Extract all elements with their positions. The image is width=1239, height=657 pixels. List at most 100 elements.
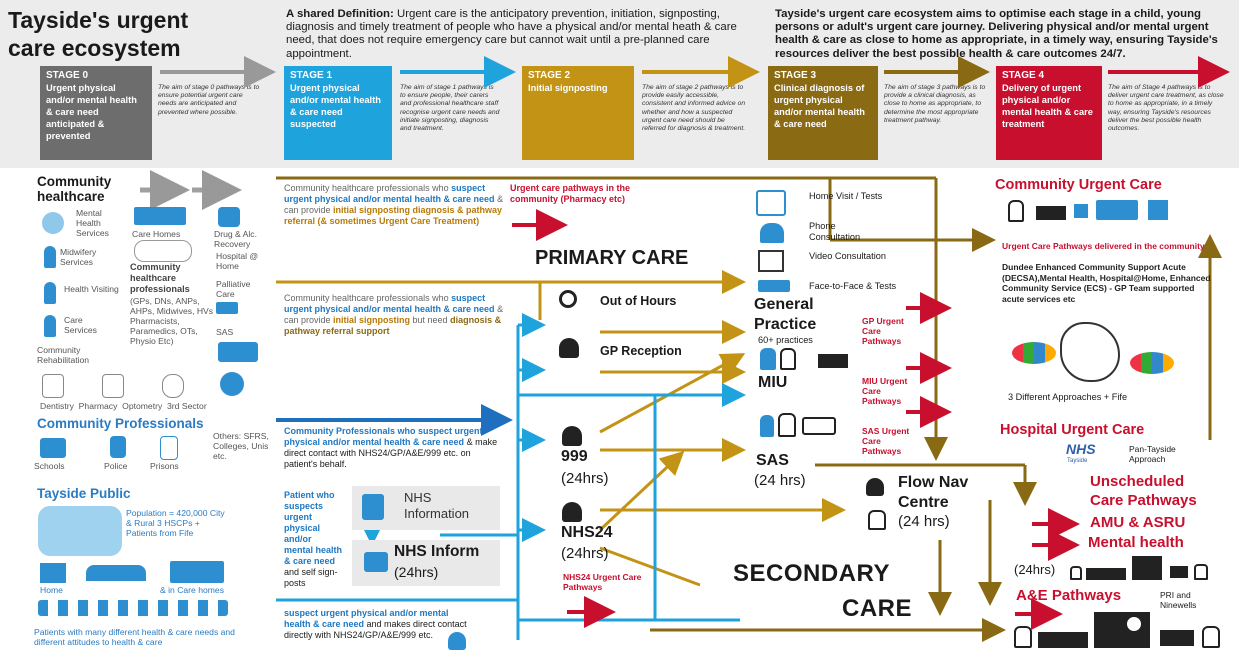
tayside-outline: [1060, 322, 1120, 382]
999-label: 999: [561, 448, 588, 465]
care-home-icon: [134, 207, 186, 225]
flow-nav-clinician-icon: [868, 510, 886, 530]
pharmacy-icon: [102, 374, 124, 398]
professionals-icon: [134, 240, 192, 262]
flow-block-4: Patient who suspects urgent physical and…: [284, 490, 343, 588]
miu-urgent-pathways: MIU Urgent Care Pathways: [862, 376, 908, 406]
brain-icon: [42, 212, 64, 234]
pan-tayside-label: Pan-Tayside Approach: [1129, 444, 1176, 464]
ecosystem-aim: Tayside's urgent care ecosystem aims to …: [775, 8, 1218, 60]
hscp-logo-1: [1012, 342, 1056, 364]
nhs24-label: NHS24: [561, 524, 613, 541]
nhs-info-icon: [362, 494, 384, 520]
community-prof-prisons: Prisons: [150, 461, 179, 471]
hospital-icons-large: [1014, 612, 1229, 650]
health-visitor-icon: [44, 282, 56, 304]
unscheduled-hours: (24hrs): [1014, 562, 1056, 577]
999-operator-icon: [562, 426, 582, 446]
drug-alc-label: Drug & Alc. Recovery: [214, 229, 257, 249]
rural-icon: [86, 565, 146, 581]
service-midwifery: Midwifery Services: [60, 247, 97, 267]
nhs24-hours: (24hrs): [561, 545, 609, 562]
cuc-pathways-text: Urgent Care Pathways delivered in the co…: [1002, 241, 1205, 251]
flow-block-2: Community healthcare professionals who s…: [284, 293, 504, 336]
home-visit-icon: [756, 190, 786, 216]
community-services-icons: [40, 372, 244, 398]
care-homes-label: Care Homes: [132, 229, 181, 239]
sas-icons: [760, 413, 836, 437]
secondary-care-heading-2: CARE: [842, 595, 913, 622]
amu-asru-label: AMU & ASRU: [1090, 514, 1186, 531]
service-mental-health: Mental Health Services: [76, 208, 109, 238]
sas-node-hours: (24 hrs): [754, 472, 806, 489]
gp-reception-label: GP Reception: [600, 344, 682, 358]
computer-icon: [364, 552, 388, 572]
prison-icon: [160, 436, 178, 460]
page-title: Tayside's urgent care ecosystem: [8, 7, 189, 61]
recovery-icon: [218, 207, 240, 227]
ambulance-icon: [218, 342, 258, 362]
999-hours: (24hrs): [561, 470, 609, 487]
school-icon: [40, 438, 66, 458]
miu-icons: [760, 348, 810, 370]
clock-icon: [559, 290, 577, 308]
sas-node-label: SAS: [756, 452, 789, 469]
community-bottom-row: Dentistry Pharmacy Optometry 3rd Sector: [40, 401, 207, 411]
professionals-heading: Community healthcare professionals: [130, 262, 190, 294]
miu-bed-icon: [818, 354, 848, 368]
phone-icon: [760, 223, 784, 243]
stage-4-aim: The aim of Stage 4 pathways is to delive…: [1108, 84, 1224, 133]
nhs-information-label: NHS Information: [404, 490, 470, 521]
home-visit-label: Home Visit / Tests: [809, 191, 883, 201]
secondary-care-heading-1: SECONDARY: [733, 560, 890, 587]
miu-label: MIU: [758, 374, 788, 391]
stage-1-aim: The aim of stage 1 pathways is to ensure…: [400, 84, 500, 133]
community-urgent-care-heading: Community Urgent Care: [995, 177, 1162, 193]
flow-nav-operator-icon: [866, 478, 884, 496]
nhs-inform-hours: (24hrs): [394, 564, 439, 580]
video-icon: [758, 250, 784, 272]
patients-text: Patients with many different health & ca…: [34, 627, 235, 647]
tayside-public-heading: Tayside Public: [37, 486, 131, 501]
bed-icon: [216, 302, 238, 314]
police-icon: [110, 436, 126, 458]
stage-3-aim: The aim of stage 3 pathways is to provid…: [884, 84, 986, 124]
people-icons: [38, 600, 228, 618]
f2f-icon: [758, 280, 790, 292]
mental-health-label: Mental health: [1088, 534, 1184, 551]
nhs-inform-label: NHS Inform: [394, 543, 480, 560]
community-prof-others: Others: SFRS, Colleges, Unis etc.: [213, 431, 269, 461]
glasses-icon: [162, 374, 184, 398]
tooth-icon: [42, 374, 64, 398]
pharmacy-pathways: Urgent care pathways in the community (P…: [510, 183, 631, 204]
phone-label: Phone Consultation: [809, 221, 861, 242]
flow-block-3: Community Professionals who suspect urge…: [284, 426, 498, 469]
hospital-icons-small: [1070, 556, 1220, 582]
flow-nav-hours: (24 hrs): [898, 513, 950, 530]
nhs-tayside-label: Tayside: [1067, 458, 1088, 464]
care-home-public-icon: [170, 561, 224, 583]
public-care-homes-label: & in Care homes: [160, 585, 225, 595]
sas-label: SAS: [216, 327, 234, 337]
network-icon: [220, 372, 244, 396]
professionals-list: (GPs, DNs, ANPs, AHPs, Midwives, HVs Pha…: [130, 296, 214, 346]
patient-icon: [448, 632, 466, 650]
public-home-label: Home: [40, 585, 63, 595]
hospital-home-label: Hospital @ Home: [216, 251, 259, 271]
video-label: Video Consultation: [809, 251, 886, 261]
receptionist-icon: [559, 338, 579, 358]
hospital-urgent-care-heading: Hospital Urgent Care: [1000, 422, 1145, 438]
nhs24-operator-icon: [562, 502, 582, 522]
home-icon: [40, 563, 66, 583]
community-prof-police: Police: [104, 461, 128, 471]
ae-pathways-label: A&E Pathways: [1016, 587, 1122, 604]
tayside-map-icon: [38, 506, 122, 556]
flow-block-1: Community healthcare professionals who s…: [284, 183, 504, 226]
